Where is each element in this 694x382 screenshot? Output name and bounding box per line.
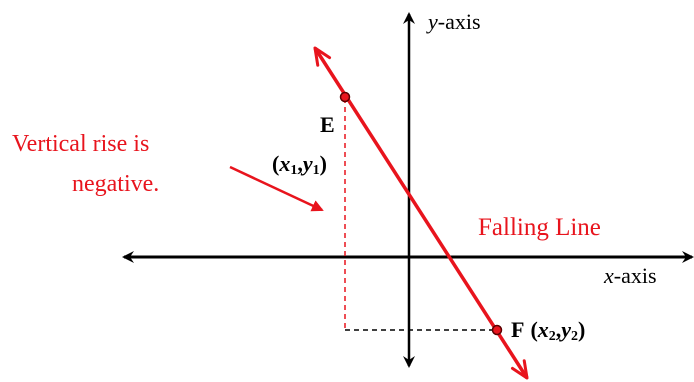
x-axis-label: x-axis — [603, 263, 657, 288]
vertical-rise-note-line2: negative. — [72, 171, 159, 197]
falling-line — [313, 46, 529, 380]
vertical-rise-note-line1: Vertical rise is — [12, 131, 149, 157]
point-e-marker — [339, 91, 351, 103]
y-axis-label: y-axis — [426, 9, 481, 34]
point-e-name: E — [320, 112, 335, 137]
falling-line-label: Falling Line — [478, 214, 601, 241]
rise-annotation-pointer — [229, 165, 324, 212]
point-f-label: F(x2,y2) — [511, 317, 585, 344]
point-e-coordinates: (x1,y1) — [272, 151, 327, 178]
point-f-marker — [491, 324, 503, 336]
